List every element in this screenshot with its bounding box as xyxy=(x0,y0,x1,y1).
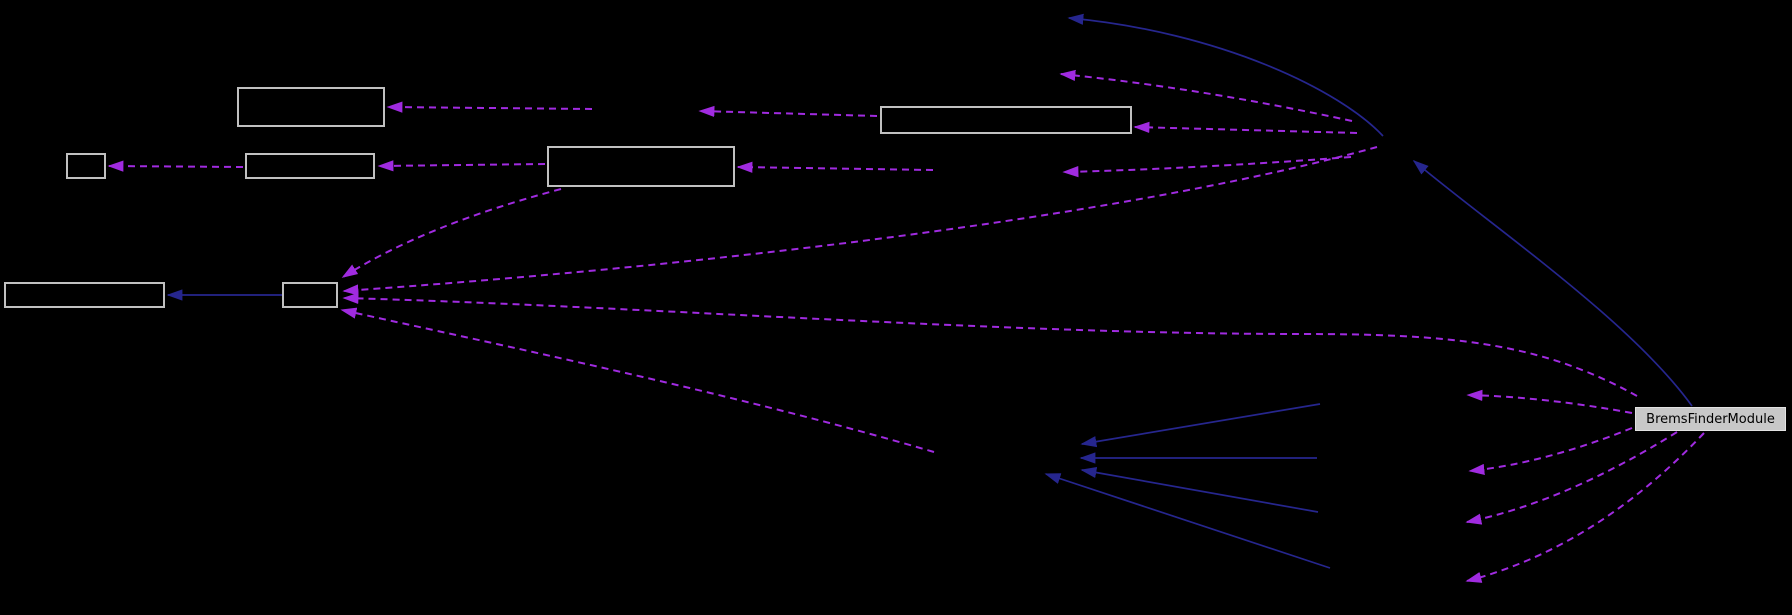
solid-edge-hidden4-to-bottom-hub xyxy=(1044,473,1331,569)
dashed-edge-hub-to-mid-hidden-node xyxy=(1062,156,1352,178)
dashed-edge-hub-to-upper-hidden-node xyxy=(1059,69,1353,122)
dashed-edge-brems-to-hidden-node-3 xyxy=(1465,431,1678,525)
node-lower-left-box[interactable] xyxy=(4,282,165,308)
node-top-middle-box[interactable] xyxy=(880,106,1132,134)
solid-edge-far-hub-to-top xyxy=(1067,13,1384,137)
solid-edge-hidden3-to-bottom-hub xyxy=(1080,467,1319,513)
node-middle-box[interactable] xyxy=(547,146,735,187)
dashed-edge-box2-to-small-left-box xyxy=(107,160,244,172)
node-small-hub-box[interactable] xyxy=(282,282,338,308)
dashed-edge-bottom-hidden-to-hub-box xyxy=(340,307,935,453)
dashed-edge-hidden-to-middle-box xyxy=(736,161,934,173)
node-left-box-2[interactable] xyxy=(245,153,375,179)
dashed-edge-into-top-left-box xyxy=(386,101,593,113)
dashed-edge-middlebox-to-hub-box xyxy=(341,188,562,278)
dashed-edge-middlebox-to-left-box-2 xyxy=(377,160,546,172)
node-small-left-box[interactable] xyxy=(66,153,106,179)
dashed-edge-brems-to-hub-box xyxy=(342,292,1638,397)
dashed-edge-brems-to-hidden-node-1 xyxy=(1466,389,1633,414)
dashed-edge-hub-to-top-middle-box xyxy=(1133,121,1358,134)
solid-edge-brems-to-far-hub xyxy=(1412,159,1693,407)
dashed-edge-brems-to-hidden-node-2 xyxy=(1468,427,1633,476)
dashed-edge-topbox-to-hidden-node xyxy=(698,105,878,118)
dashed-edge-far-hub-to-hub-box xyxy=(342,146,1378,296)
node-top-left-box[interactable] xyxy=(237,87,385,127)
node-bremsfindermodule[interactable]: BremsFinderModule xyxy=(1635,407,1786,431)
solid-edge-hidden1-to-bottom-hub xyxy=(1080,403,1321,448)
dashed-edge-brems-to-hidden-node-4 xyxy=(1465,432,1705,583)
